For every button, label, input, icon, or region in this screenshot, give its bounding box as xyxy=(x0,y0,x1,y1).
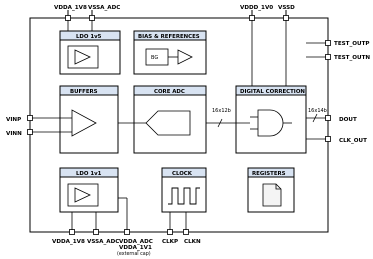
clock-waveform-symbol xyxy=(168,187,200,205)
pin-right-test-outp: TEST_OUTP xyxy=(325,40,370,47)
pin-right-dout: DOUT xyxy=(325,115,357,123)
block-ldo-1v5: LDO 1v5 xyxy=(59,30,121,75)
pin-label-vdda-adc: VDDA_ADC xyxy=(119,239,153,245)
block-label-ldo-1v5: LDO 1v5 xyxy=(76,34,102,40)
block-label-core-adc: CORE ADC xyxy=(154,89,185,95)
bandgap-label: BG xyxy=(151,55,158,61)
block-registers: REGISTERS xyxy=(247,167,295,213)
block-label-buffers: BUFFERS xyxy=(70,89,98,95)
pin-label-clkn: CLKN xyxy=(184,239,201,245)
pin-label-vdda-1v8-bottom: VDDA_1V8 xyxy=(52,239,85,245)
pin-label-test-outn: TEST_OUTN xyxy=(334,55,370,61)
pin-left-vinn: VINN xyxy=(6,129,33,137)
block-buffers: BUFFERS xyxy=(59,85,119,154)
pin-label-test-outp: TEST_OUTP xyxy=(334,41,370,47)
amplifier-symbol xyxy=(74,49,91,65)
bus-label-16x14b: 16x14b xyxy=(308,108,327,114)
pin-label-vdda-1v8-top: VDDA_1V8 xyxy=(54,5,87,11)
block-label-registers: REGISTERS xyxy=(252,171,286,177)
block-label-ldo-1v1: LDO 1v1 xyxy=(76,171,102,177)
adc-symbol xyxy=(145,110,191,136)
block-clock: CLOCK xyxy=(161,167,207,213)
pin-label-vssa-adc-top: VSSA_ADC xyxy=(88,5,120,11)
block-label-digital-correction: DIGITAL CORRECTION xyxy=(240,89,305,95)
pin-label-clkp: CLKP xyxy=(162,239,178,245)
pin-label-vssa-adc-bottom: VSSA_ADC xyxy=(87,239,119,245)
buffer-symbol xyxy=(177,49,193,65)
pin-label-vdda-1v1: VDDA_1V1 xyxy=(119,245,152,251)
block-core-adc: CORE ADC xyxy=(133,85,207,154)
pin-right-clk-out: CLK_OUT xyxy=(325,136,367,144)
bus-label-16x12b: 16x12b xyxy=(212,108,231,114)
pin-bottom-vdda-adc: VDDA_ADC VDDA_1V1 (external cap) xyxy=(117,229,153,257)
ldo-amplifier-symbol xyxy=(74,187,91,203)
block-label-bias-refs: BIAS & REFERENCES xyxy=(138,34,200,40)
pin-label-vinn: VINN xyxy=(6,131,22,137)
block-ldo-1v1: LDO 1v1 xyxy=(59,167,119,213)
block-bias-references: BIAS & REFERENCES BG xyxy=(133,30,207,75)
pin-left-vinp: VINP xyxy=(6,115,33,123)
and-gate-symbol xyxy=(257,109,284,137)
pin-label-vinp: VINP xyxy=(6,117,21,123)
pin-right-test-outn: TEST_OUTN xyxy=(325,54,370,61)
external-cap-note: (external cap) xyxy=(117,251,151,257)
document-icon xyxy=(262,183,282,207)
pin-label-vddd-1v0: VDDD_1V0 xyxy=(240,5,273,11)
pin-label-clk-out: CLK_OUT xyxy=(339,138,367,144)
pin-label-dout: DOUT xyxy=(339,117,357,123)
buffer-amplifier-symbol xyxy=(71,109,97,137)
block-label-clock: CLOCK xyxy=(172,171,193,177)
block-digital-correction: DIGITAL CORRECTION xyxy=(235,85,307,154)
pin-label-vssd: VSSD xyxy=(278,5,295,11)
